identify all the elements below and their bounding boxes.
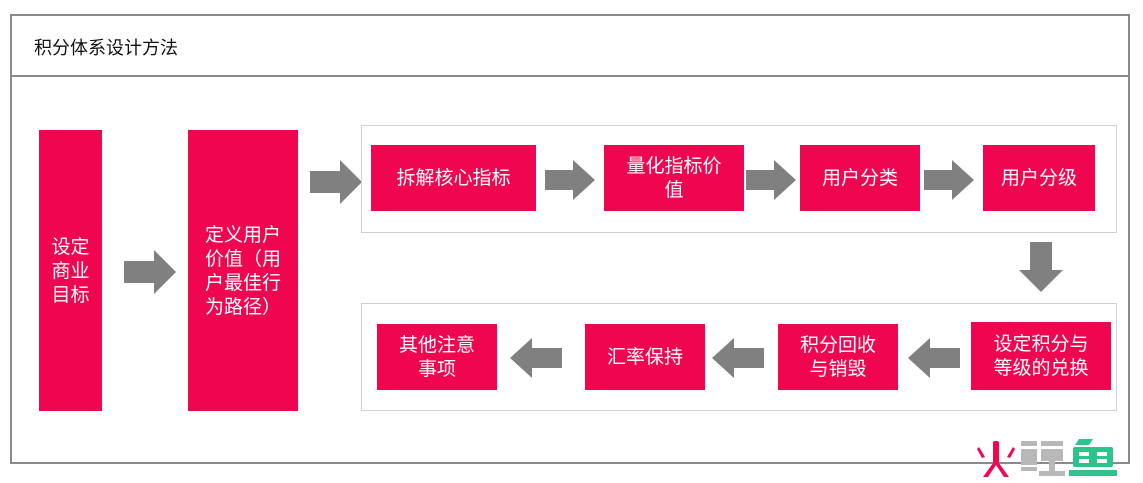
arrow-down-icon (1019, 242, 1063, 292)
node-user-level-label: 用户分级 (1000, 167, 1077, 189)
node-set-points-label: 设定积分与 等级的兑换 (993, 333, 1089, 379)
arrow-right-icon (924, 160, 974, 200)
brand-logo (975, 437, 1125, 483)
node-recycle: 积分回收 与销毁 (778, 324, 898, 390)
arrow-left-icon (712, 338, 764, 378)
title-bar: 积分体系设计方法 (10, 14, 1130, 77)
arrow-left-icon (908, 338, 960, 378)
node-other-notes: 其他注意 事项 (377, 324, 497, 390)
node-set-goal: 设定 商业 目标 (39, 130, 102, 411)
arrow-right-icon (746, 160, 796, 200)
node-user-level: 用户分级 (983, 145, 1095, 211)
node-split-metrics: 拆解核心指标 (371, 145, 536, 211)
node-rate-keep: 汇率保持 (585, 324, 705, 390)
node-quantify-value-label: 量化指标价 值 (626, 155, 722, 201)
node-set-goal-label: 设定 商业 目标 (51, 235, 90, 306)
arrow-right-icon (124, 250, 176, 294)
node-define-value-label: 定义用户 价值（用 户最佳行 为路径） (204, 223, 281, 318)
node-rate-keep-label: 汇率保持 (606, 346, 683, 368)
node-quantify-value: 量化指标价 值 (604, 145, 744, 211)
node-user-classify: 用户分类 (800, 145, 920, 211)
node-other-notes-label: 其他注意 事项 (398, 334, 475, 380)
arrow-right-icon (310, 160, 362, 204)
node-recycle-label: 积分回收 与销毁 (799, 334, 876, 380)
node-user-classify-label: 用户分类 (821, 167, 898, 189)
node-define-value: 定义用户 价值（用 户最佳行 为路径） (188, 130, 298, 411)
arrow-left-icon (510, 338, 562, 378)
node-split-metrics-label: 拆解核心指标 (396, 167, 511, 189)
arrow-right-icon (545, 160, 595, 200)
node-set-points: 设定积分与 等级的兑换 (971, 322, 1111, 390)
page-title: 积分体系设计方法 (34, 38, 178, 59)
